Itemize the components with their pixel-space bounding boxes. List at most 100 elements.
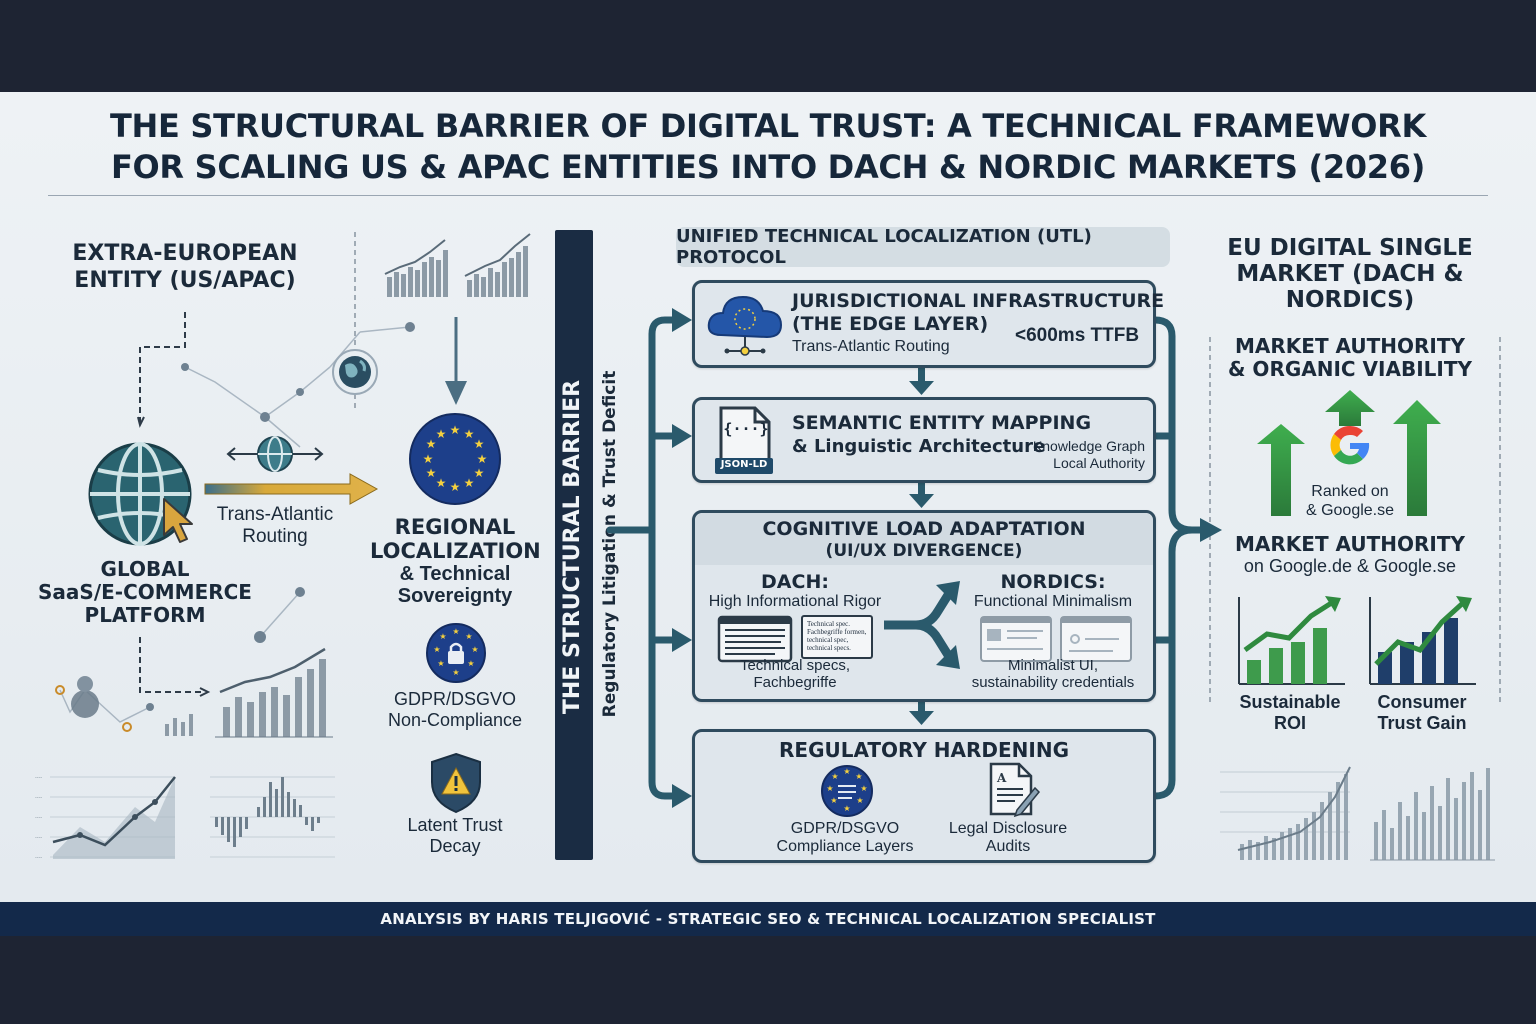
routing-label: Trans-Atlantic Routing xyxy=(200,504,350,548)
svg-text:----: ---- xyxy=(35,775,42,781)
roi-chart-icon xyxy=(1238,596,1345,685)
nordics-caption: Minimalist UI, sustainability credential… xyxy=(953,657,1153,691)
platform-label-line-1: GLOBAL xyxy=(100,557,190,581)
network-globe-icon xyxy=(332,349,378,395)
dach-doc-icon: Technical spec. Fachbegriffe formen, tec… xyxy=(801,615,873,659)
growth-arrows-icon xyxy=(1257,390,1441,516)
right-heading: EU DIGITAL SINGLE MARKET (DACH & NORDICS… xyxy=(1215,235,1485,313)
svg-text:★: ★ xyxy=(465,632,472,641)
ranked-label: Ranked on & Google.se xyxy=(1285,482,1415,520)
down-arrow-icon xyxy=(445,317,467,405)
regional-label-line-2: LOCALIZATION xyxy=(370,539,541,563)
edge-layer-box: JURISDICTIONAL INFRASTRUCTURE (THE EDGE … xyxy=(692,280,1164,368)
left-heading: EXTRA-EUROPEAN ENTITY (US/APAC) xyxy=(40,240,330,294)
roi-label: Sustainable ROI xyxy=(1225,692,1355,734)
regulatory-gdpr: GDPR/DSGVO Compliance Layers xyxy=(755,820,935,856)
title-line-2: FOR SCALING US & APAC ENTITIES INTO DACH… xyxy=(110,148,1426,186)
edge-sub: Trans-Atlantic Routing xyxy=(792,338,950,355)
svg-text:★: ★ xyxy=(843,767,850,776)
regulatory-legal-line-2: Audits xyxy=(985,838,1031,855)
nordics-sub: Functional Minimalism xyxy=(973,593,1133,610)
dach-caption-line-2: Fachbegriffe xyxy=(753,674,837,691)
nordics-title: NORDICS: xyxy=(1000,571,1106,593)
svg-text:A: A xyxy=(996,771,1007,785)
semantic-title-line-2: & Linguistic Architecture xyxy=(792,436,1046,457)
platform-label-line-2: SaaS/E-COMMERCE xyxy=(38,580,252,604)
authority-heading: MARKET AUTHORITY & ORGANIC VIABILITY xyxy=(1215,335,1485,381)
roi-line-1: Sustainable xyxy=(1239,692,1341,712)
svg-text:★: ★ xyxy=(426,466,437,480)
title-divider xyxy=(48,195,1488,196)
svg-text:★: ★ xyxy=(437,659,444,668)
platform-label: GLOBAL SaaS/E-COMMERCE PLATFORM xyxy=(20,558,270,627)
svg-text:★: ★ xyxy=(436,476,447,490)
svg-text:----: ---- xyxy=(35,835,42,841)
left-gdpr-label: GDPR/DSGVO Non-Compliance xyxy=(370,689,540,731)
trust-chart-icon xyxy=(1369,596,1476,685)
title-line-1: THE STRUCTURAL BARRIER OF DIGITAL TRUST:… xyxy=(110,107,1426,145)
cognitive-header xyxy=(695,513,1153,565)
routing-label-line-1: Trans-Atlantic xyxy=(216,504,334,525)
regulatory-legal-line-1: Legal Disclosure xyxy=(948,820,1068,837)
left-diverging-bar-chart xyxy=(210,776,335,858)
left-heading-line-1: EXTRA-EUROPEAN xyxy=(72,241,298,266)
right-bottom-chart-2 xyxy=(1370,768,1495,861)
authority-line-2: & ORGANIC VIABILITY xyxy=(1228,357,1472,381)
right-bottom-chart-1 xyxy=(1220,766,1351,860)
svg-text:★: ★ xyxy=(830,796,837,805)
market-authority: MARKET AUTHORITY on Google.de & Google.s… xyxy=(1215,532,1485,577)
svg-text:----: ---- xyxy=(35,795,42,801)
market-line-2: on Google.de & Google.se xyxy=(1243,556,1457,576)
svg-text:★: ★ xyxy=(436,427,447,441)
svg-text:★: ★ xyxy=(843,804,850,813)
dach-caption: Technical specs, Fachbegriffe xyxy=(695,657,895,691)
trust-label: Consumer Trust Gain xyxy=(1357,692,1487,734)
semantic-note-line-2: Local Authority xyxy=(1053,455,1145,471)
ranked-line-2: & Google.se xyxy=(1305,502,1395,519)
json-ld-badge: JSON-LD xyxy=(720,459,768,470)
cursor-icon xyxy=(163,498,193,543)
semantic-box: {···} JSON-LD SEMANTIC ENTITY MAPPING & … xyxy=(692,397,1156,483)
routing-arrow-icon xyxy=(204,473,379,505)
svg-text:★: ★ xyxy=(423,452,434,466)
platform-label-line-3: PLATFORM xyxy=(84,603,206,627)
left-heading-line-2: ENTITY (US/APAC) xyxy=(74,268,296,293)
semantic-note: Knowledge Graph Local Authority xyxy=(1017,438,1145,472)
page-title: THE STRUCTURAL BARRIER OF DIGITAL TRUST:… xyxy=(0,106,1536,188)
regional-sub-label: & Technical Sovereignty xyxy=(370,563,540,607)
cognitive-box: COGNITIVE LOAD ADAPTATION (UI/UX DIVERGE… xyxy=(692,510,1156,702)
roi-line-2: ROI xyxy=(1273,713,1306,733)
nordics-caption-line-2: sustainability credentials xyxy=(971,674,1135,691)
svg-text:★: ★ xyxy=(439,632,446,641)
cognitive-title-line-2: (UI/UX DIVERGENCE) xyxy=(825,541,1023,561)
google-logo-icon xyxy=(1330,425,1370,465)
json-ld-file-icon xyxy=(715,406,773,474)
ranked-line-1: Ranked on xyxy=(1311,483,1389,500)
routing-label-line-2: Routing xyxy=(242,526,308,547)
json-braces: {···} xyxy=(723,420,769,438)
svg-text:★: ★ xyxy=(855,772,862,781)
dach-doc-line-3: technical spec, xyxy=(807,636,849,644)
regulatory-title: REGULATORY HARDENING xyxy=(779,738,1069,762)
regulatory-gdpr-line-2: Compliance Layers xyxy=(776,838,914,855)
right-heading-line-1: EU DIGITAL SINGLE xyxy=(1227,235,1473,261)
regional-label: REGIONAL LOCALIZATION xyxy=(370,515,541,563)
svg-text:★: ★ xyxy=(450,480,461,494)
dach-doc-line-2: Fachbegriffe formen, xyxy=(807,628,867,636)
svg-text:★: ★ xyxy=(826,784,833,793)
svg-text:★: ★ xyxy=(464,427,475,441)
left-gdpr-line-2: Non-Compliance xyxy=(387,710,523,730)
left-area-line-chart: -------------------- xyxy=(35,775,176,861)
market-line-1: MARKET AUTHORITY xyxy=(1235,532,1465,556)
cognitive-title: COGNITIVE LOAD ADAPTATION (UI/UX DIVERGE… xyxy=(695,518,1153,562)
regulatory-legal: Legal Disclosure Audits xyxy=(923,820,1093,856)
main-panel: THE STRUCTURAL BARRIER OF DIGITAL TRUST:… xyxy=(0,92,1536,902)
dach-sub: High Informational Rigor xyxy=(708,593,882,610)
flow-connectors xyxy=(606,308,1222,808)
svg-text:★: ★ xyxy=(452,668,459,677)
dach-caption-line-1: Technical specs, xyxy=(739,657,851,674)
regional-label-line-1: REGIONAL xyxy=(394,515,516,539)
lock-icon: ★★★★ ★★★★ xyxy=(426,623,486,683)
cognitive-title-line-1: COGNITIVE LOAD ADAPTATION xyxy=(762,518,1086,540)
svg-text:★: ★ xyxy=(474,437,485,451)
